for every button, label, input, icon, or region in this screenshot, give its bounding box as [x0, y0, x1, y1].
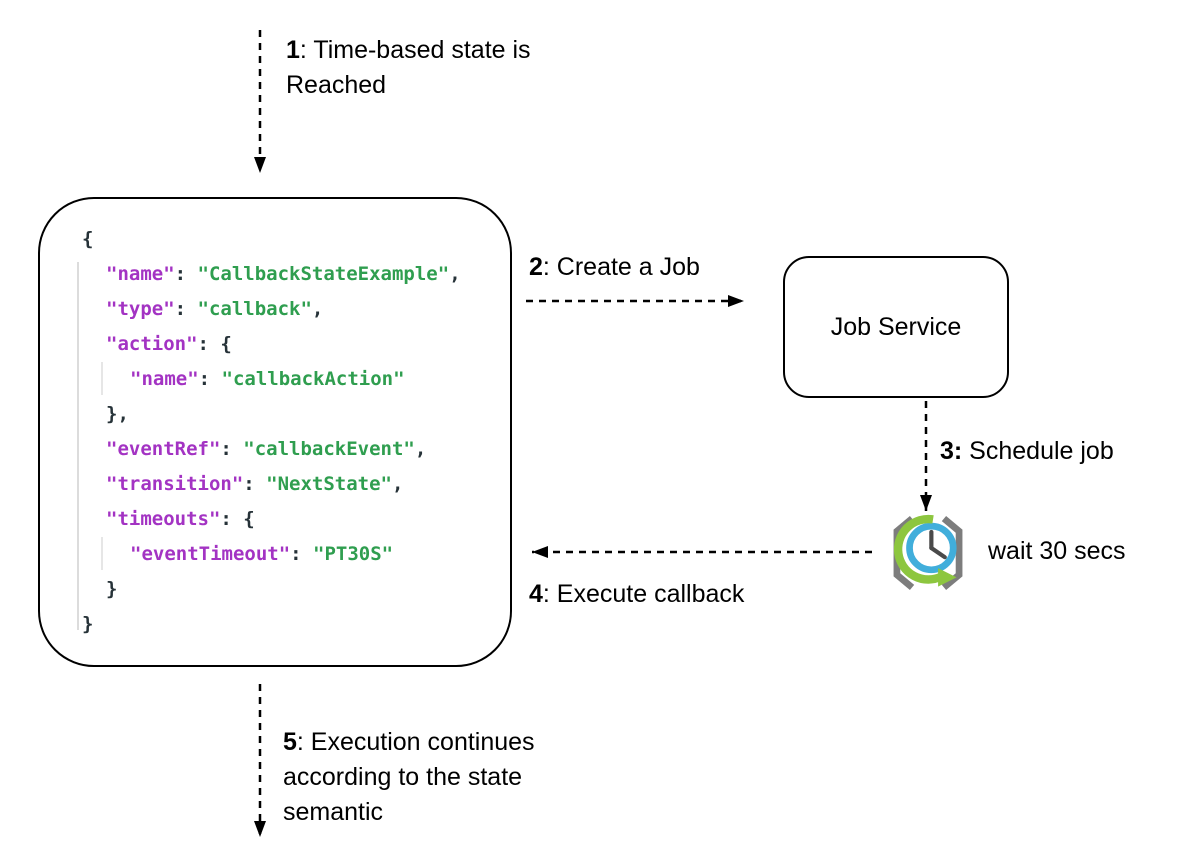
code-line: }: [106, 578, 118, 600]
code-line: },: [106, 403, 129, 425]
json-code: { "name": "CallbackStateExample", "type": …: [82, 222, 461, 642]
step5-number: 5: [283, 728, 297, 756]
wait-label: wait 30 secs: [988, 537, 1126, 565]
code-line: "type": "callback",: [106, 298, 324, 320]
step4-text: : Execute callback: [542, 580, 745, 608]
step3-number: 3:: [940, 437, 963, 465]
step3-text: Schedule job: [962, 437, 1114, 465]
timer-swirl: [893, 514, 944, 584]
code-line: "transition": "NextState",: [106, 473, 404, 495]
step1-text: : Time-based state is Reached: [286, 36, 531, 99]
indent-guide-nested: [101, 537, 103, 570]
job-service-label: Job Service: [830, 312, 962, 341]
step2-number: 2: [529, 253, 543, 281]
code-line: }: [82, 613, 94, 635]
step2-label: 2: Create a Job: [529, 250, 700, 285]
code-line: "eventTimeout": "PT30S": [130, 543, 394, 565]
step5-label: 5: Execution continues according to the …: [283, 725, 588, 830]
code-line: "action": {: [106, 333, 232, 355]
indent-guide: [77, 262, 79, 630]
callback-state-box: [38, 197, 512, 667]
timer-swirl-arrowhead: [938, 568, 957, 587]
clock-hour-hand: [929, 545, 947, 560]
step4-number: 4: [529, 580, 543, 608]
timer-bracket-right: [941, 515, 963, 591]
code-line: {: [82, 228, 94, 250]
code-line: "name": "CallbackStateExample",: [106, 263, 461, 285]
code-line: "name": "callbackAction": [130, 368, 405, 390]
step1-number: 1: [286, 36, 300, 64]
indent-guide-nested: [101, 362, 103, 395]
code-line: "timeouts": {: [106, 508, 255, 530]
step5-text: : Execution continues according to the s…: [283, 728, 535, 826]
job-service-box: Job Service: [783, 256, 1009, 398]
code-line: "eventRef": "callbackEvent",: [106, 438, 427, 460]
step4-label: 4: Execute callback: [529, 577, 744, 612]
step1-label: 1: Time-based state is Reached: [286, 33, 571, 103]
timer-clock-icon: [893, 514, 963, 591]
step2-text: : Create a Job: [542, 253, 700, 281]
step3-label: 3: Schedule job: [940, 434, 1114, 469]
